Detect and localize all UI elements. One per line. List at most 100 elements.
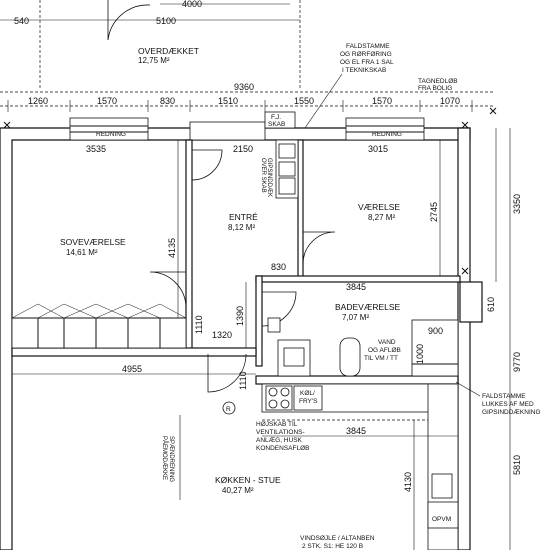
note-haeeskab: HØJSKAB TIL VENTILATIONS- ANLÆG, HUSK KO… — [256, 421, 309, 452]
room-area-badevaerelse: 7,07 M² — [342, 313, 369, 322]
bath-toilet — [339, 337, 361, 377]
svg-text:HØJSKAB TIL: HØJSKAB TIL — [256, 421, 298, 428]
dim-3535: 3535 — [86, 144, 106, 154]
note-faldstamme-right: FALDSTAMME LUKKES AF MED GIPSINDDÆKNING — [455, 381, 541, 416]
label-fry: FRY'S — [299, 398, 318, 405]
dim-4130: 4130 — [403, 472, 413, 492]
room-area-sovevaerelse: 14,61 M² — [66, 248, 98, 257]
room-name-kokken: KØKKEN - STUE — [215, 475, 281, 485]
dim-total-width: 9360 — [234, 82, 254, 92]
bath-shower — [411, 319, 459, 377]
label-fj: F.J. — [271, 114, 281, 121]
door-entre-living — [207, 353, 247, 393]
dim-3350: 3350 — [512, 194, 522, 214]
dim-1000: 1000 — [415, 344, 425, 364]
svg-text:I TEKNIKSKAB: I TEKNIKSKAB — [342, 67, 386, 74]
svg-text:R: R — [226, 406, 231, 413]
note-vindsojle: VINDSØJLE / ALTANBEN 2 STK. S1: HE 120 B — [300, 535, 375, 550]
dim-5810: 5810 — [512, 455, 522, 475]
window-entre — [189, 121, 266, 141]
dim-3015: 3015 — [368, 144, 388, 154]
dim-830: 830 — [271, 262, 286, 272]
label-skab: SKAB — [268, 121, 285, 128]
dim-seg-830: 830 — [160, 96, 175, 106]
dim-4955: 4955 — [122, 364, 142, 374]
dim-seg-1070: 1070 — [440, 96, 460, 106]
dim-610: 610 — [486, 297, 496, 312]
dim-2150: 2150 — [233, 144, 253, 154]
dim-5100: 5100 — [156, 16, 176, 26]
svg-text:KONDENSAFLØB: KONDENSAFLØB — [256, 445, 309, 452]
svg-text:GIPSINDDÆKNING: GIPSINDDÆKNING — [482, 409, 541, 416]
technical-cabinet — [275, 139, 299, 199]
svg-text:TAGNEDLØB: TAGNEDLØB — [418, 78, 458, 85]
door-entre-top — [191, 149, 223, 181]
window-redning-right: REDNING — [345, 117, 425, 141]
svg-text:OG AFLØB: OG AFLØB — [368, 347, 401, 354]
room-area-entre: 8,12 M² — [228, 223, 255, 232]
bath-fixture-small — [267, 317, 281, 333]
dim-3845a: 3845 — [346, 282, 366, 292]
wall-entre-vaerelse — [297, 139, 304, 281]
window-redning-left: REDNING — [69, 117, 149, 141]
svg-text:OG RØRFØRING: OG RØRFØRING — [340, 51, 392, 58]
dim-2745: 2745 — [429, 202, 439, 222]
room-name-overdaekket: OVERDÆKKET — [138, 46, 199, 56]
note-vand: VAND OG AFLØB TIL VM / TT — [364, 339, 401, 362]
north-marker-r: R — [222, 401, 236, 415]
label-1110-side: 1110 — [194, 315, 204, 334]
label-opvm: OPVM — [432, 516, 451, 523]
segment-ticks — [7, 100, 473, 112]
svg-text:FALDSTAMME: FALDSTAMME — [346, 43, 390, 50]
fj-skab-box — [264, 111, 296, 129]
wall-niche-610 — [459, 281, 483, 323]
note-tagnedlob: TAGNEDLØB FRA BOLIG — [418, 78, 458, 92]
label-over-skab: OVER SKAB — [260, 158, 266, 193]
exterior-wall-right — [457, 127, 471, 550]
corner-x-marks — [3, 107, 497, 275]
wall-bath-bottom — [255, 375, 459, 385]
room-name-sovevaerelse: SOVEVÆRELSE — [60, 237, 126, 247]
label-gipsinddaek: GIPSINDDÆK — [266, 158, 272, 197]
svg-text:VINDSØJLE / ALTANBEN: VINDSØJLE / ALTANBEN — [300, 535, 375, 542]
dim-seg-1570a: 1570 — [97, 96, 117, 106]
wall-bedroom-bottom — [11, 347, 257, 357]
room-area-kokken: 40,27 M² — [222, 486, 254, 495]
svg-text:OG EL FRA 1 SAL: OG EL FRA 1 SAL — [340, 59, 394, 66]
svg-text:REDNING: REDNING — [96, 131, 126, 138]
svg-text:VENTILATIONS-: VENTILATIONS- — [256, 429, 305, 436]
svg-text:SPÆNDRENING: SPÆNDRENING — [168, 436, 174, 482]
label-kol: KØL/ — [300, 390, 315, 397]
room-area-overdaekket: 12,75 M² — [138, 56, 170, 65]
svg-text:REDNING: REDNING — [372, 131, 402, 138]
svg-text:FALDSTAMME: FALDSTAMME — [482, 393, 526, 400]
dim-seg-1510: 1510 — [218, 96, 238, 106]
dim-1390: 1390 — [235, 306, 245, 326]
dim-900: 900 — [428, 326, 443, 336]
svg-text:LUKKES AF MED: LUKKES AF MED — [482, 401, 534, 408]
dim-9770: 9770 — [512, 352, 522, 372]
door-vaerelse — [302, 231, 336, 265]
dim-3845b: 3845 — [346, 426, 366, 436]
note-spaendrening: SPÆNDRENING PÅEMODÆKKE — [161, 415, 181, 500]
svg-text:TIL VM / TT: TIL VM / TT — [364, 355, 398, 362]
room-name-entre: ENTRÉ — [229, 212, 258, 222]
bedroom-wardrobes — [11, 303, 187, 349]
dim-seg-1570b: 1570 — [372, 96, 392, 106]
dim-seg-1260: 1260 — [28, 96, 48, 106]
dim-1320: 1320 — [212, 330, 232, 340]
svg-text:ANLÆG, HUSK: ANLÆG, HUSK — [256, 437, 303, 444]
dim-540: 540 — [14, 16, 29, 26]
bath-sink-basin — [283, 347, 305, 367]
room-name-vaerelse: VÆRELSE — [358, 202, 400, 212]
svg-text:PÅEMODÆKKE: PÅEMODÆKKE — [161, 436, 168, 480]
room-name-badevaerelse: BADEVÆRELSE — [335, 302, 401, 312]
wall-bath-left — [255, 275, 263, 367]
svg-text:VAND: VAND — [378, 339, 396, 346]
kitchen-counter-top — [261, 383, 459, 413]
wall-bedroom-entre — [185, 139, 193, 355]
door-bedroom — [149, 271, 187, 309]
svg-text:2 STK. S1: HE 120 B: 2 STK. S1: HE 120 B — [302, 543, 363, 550]
